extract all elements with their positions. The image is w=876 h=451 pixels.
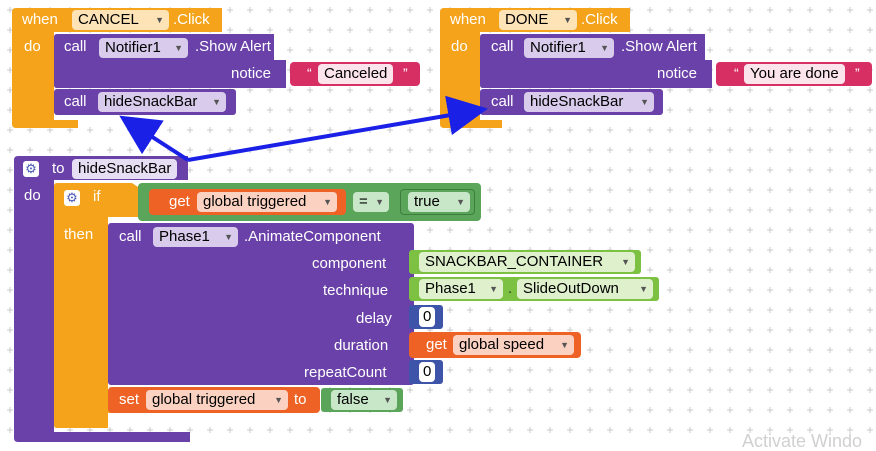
call-hidesnackbar-cancel[interactable]: call hideSnackBar▼ xyxy=(54,89,236,115)
procedure-dropdown[interactable]: hideSnackBar▼ xyxy=(524,92,654,112)
call-hidesnackbar-done[interactable]: call hideSnackBar▼ xyxy=(480,89,663,115)
if-label: if xyxy=(93,188,101,205)
param-delay: delay xyxy=(356,310,392,327)
param-repeatcount: repeatCount xyxy=(304,364,387,381)
then-label: then xyxy=(64,226,94,243)
technique-phase-dropdown[interactable]: Phase1▼ xyxy=(419,279,503,299)
gear-icon[interactable]: ⚙ xyxy=(64,190,80,206)
call-label: call xyxy=(491,93,514,110)
show-alert-block-cancel[interactable]: call Notifier1▼ .Show Alert notice xyxy=(54,34,420,88)
variable-dropdown[interactable]: global speed▼ xyxy=(453,335,574,355)
if-block[interactable]: ⚙ if then xyxy=(54,183,144,428)
operator-dropdown[interactable]: =▼ xyxy=(353,192,389,212)
set-triggered-block[interactable]: set global triggered▼ to xyxy=(108,387,320,413)
show-alert-method: .Show Alert xyxy=(195,38,271,55)
call-label: call xyxy=(119,228,142,245)
set-label: set xyxy=(119,391,140,408)
animate-method-label: .AnimateComponent xyxy=(244,228,381,245)
do-label: do xyxy=(24,187,41,204)
quote-open: “ xyxy=(734,65,739,81)
show-alert-method: .Show Alert xyxy=(621,38,697,55)
param-duration: duration xyxy=(334,337,389,354)
number-field[interactable]: 0 xyxy=(419,307,436,327)
false-block[interactable]: false▼ xyxy=(321,388,403,412)
get-triggered-block[interactable]: get global triggered▼ xyxy=(149,189,346,215)
component-snackbar-block[interactable]: SNACKBAR_CONTAINER▼ xyxy=(409,250,641,274)
quote-close: ” xyxy=(403,65,408,81)
boolean-dropdown[interactable]: false▼ xyxy=(331,390,397,410)
technique-block[interactable]: Phase1▼ . SlideOutDown▼ xyxy=(409,277,659,301)
variable-dropdown[interactable]: global triggered▼ xyxy=(146,390,288,410)
param-technique: technique xyxy=(323,282,389,299)
quote-close: ” xyxy=(855,65,860,81)
get-label: get xyxy=(426,336,447,353)
when-label: when xyxy=(22,11,58,28)
get-label: get xyxy=(169,193,190,210)
quote-open: “ xyxy=(307,65,312,81)
technique-value-dropdown[interactable]: SlideOutDown▼ xyxy=(517,279,653,299)
notice-param-label: notice xyxy=(231,65,272,82)
cancel-component-dropdown[interactable]: CANCEL▼ xyxy=(72,10,169,30)
text-value[interactable]: You are done xyxy=(744,64,845,84)
component-dropdown[interactable]: SNACKBAR_CONTAINER▼ xyxy=(419,252,635,272)
phase-dropdown[interactable]: Phase1▼ xyxy=(153,227,238,247)
to-label: to xyxy=(294,391,307,408)
animate-component-block[interactable]: call Phase1▼ .AnimateComponent component… xyxy=(108,223,414,385)
true-block[interactable]: true▼ xyxy=(400,189,475,215)
boolean-dropdown[interactable]: true▼ xyxy=(408,192,470,212)
call-label: call xyxy=(491,38,514,55)
number-block-repeatcount[interactable]: 0 xyxy=(409,360,443,384)
number-block-delay[interactable]: 0 xyxy=(409,305,443,329)
show-alert-block-done[interactable]: call Notifier1▼ .Show Alert notice xyxy=(480,34,860,88)
activate-windows-watermark: Activate Windo xyxy=(742,431,863,451)
procedure-name-field[interactable]: hideSnackBar xyxy=(72,159,178,179)
when-label: when xyxy=(450,11,486,28)
text-block-canceled[interactable]: “ Canceled ” xyxy=(290,62,420,86)
dot-separator: . xyxy=(508,280,513,297)
text-block-you-are-done[interactable]: “ You are done ” xyxy=(716,62,872,86)
notifier-dropdown[interactable]: Notifier1▼ xyxy=(524,38,614,58)
text-value[interactable]: Canceled xyxy=(318,64,394,84)
procedure-definition-hidesnackbar[interactable]: ⚙ to hideSnackBar do xyxy=(14,156,194,442)
do-label: do xyxy=(24,38,41,55)
variable-dropdown[interactable]: global triggered▼ xyxy=(197,192,337,212)
gear-icon[interactable]: ⚙ xyxy=(23,161,39,177)
number-field[interactable]: 0 xyxy=(419,362,436,382)
to-label: to xyxy=(52,160,65,177)
click-event-label: .Click xyxy=(581,11,618,28)
param-component: component xyxy=(312,255,387,272)
get-speed-block[interactable]: get global speed▼ xyxy=(409,332,581,358)
compare-block[interactable]: get global triggered▼ =▼ true▼ xyxy=(138,183,481,221)
done-component-dropdown[interactable]: DONE▼ xyxy=(499,10,577,30)
call-label: call xyxy=(64,38,87,55)
do-label: do xyxy=(451,38,468,55)
notifier-dropdown[interactable]: Notifier1▼ xyxy=(99,38,188,58)
call-label: call xyxy=(64,93,87,110)
notice-param-label: notice xyxy=(657,65,698,82)
click-event-label: .Click xyxy=(173,11,210,28)
procedure-dropdown[interactable]: hideSnackBar▼ xyxy=(98,92,226,112)
